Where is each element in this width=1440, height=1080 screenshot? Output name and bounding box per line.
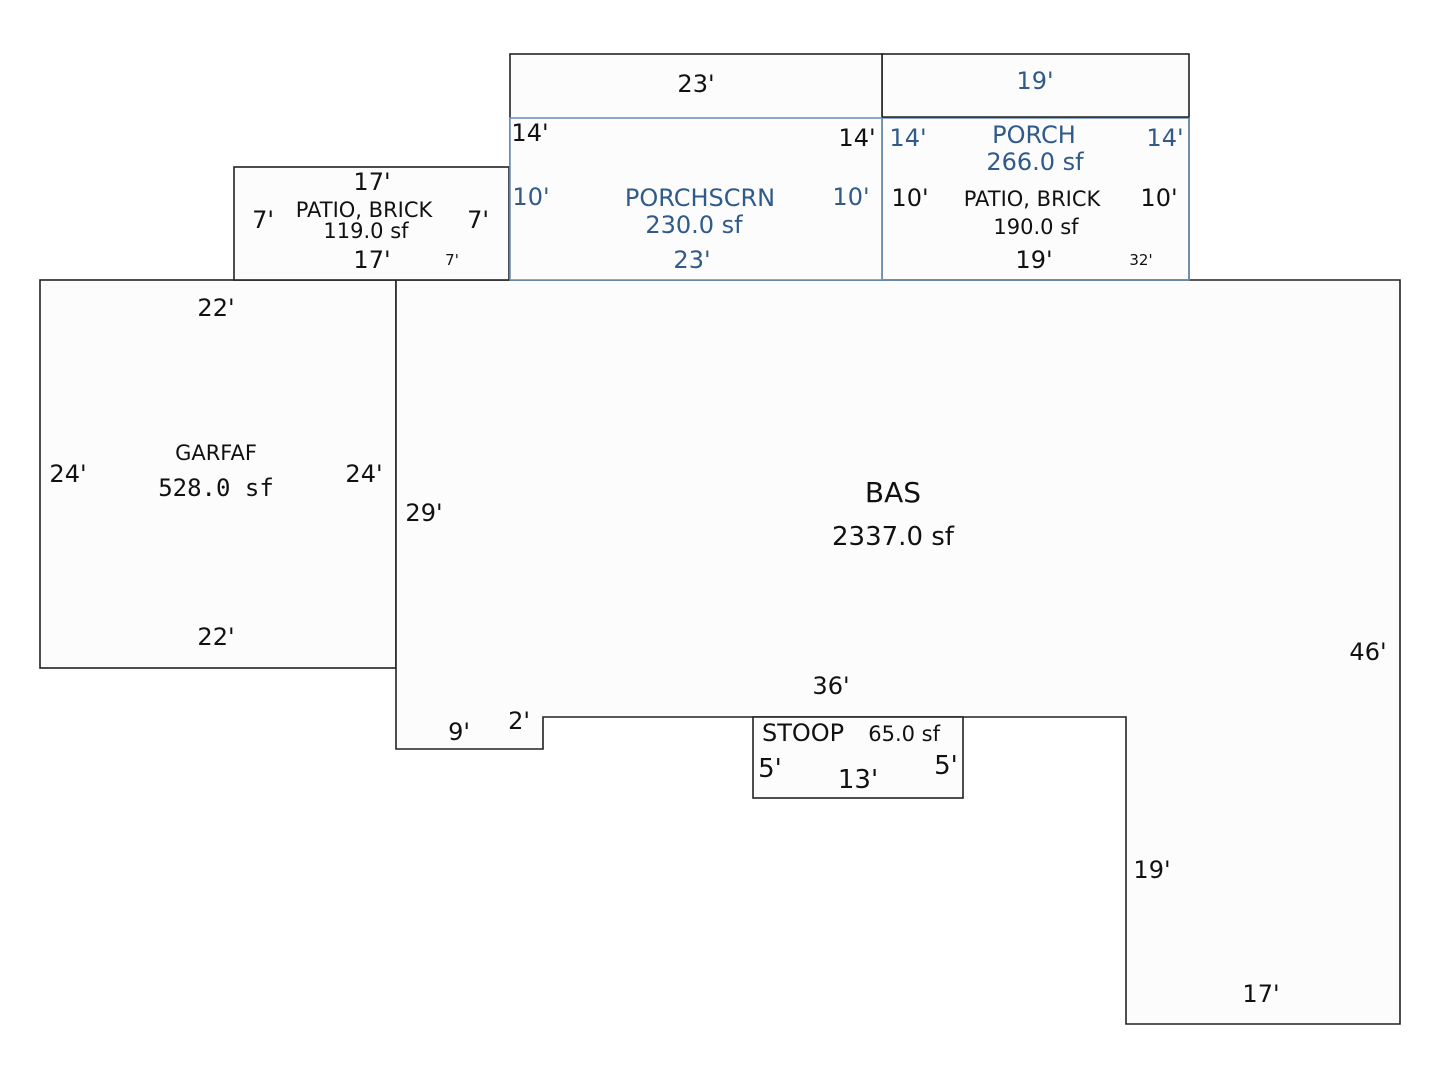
bas-dim-wing-bottom: 17': [1242, 980, 1279, 1008]
porch-area: [881, 117, 1190, 281]
stoop-name: STOOP: [762, 719, 844, 747]
porch-area-value: 266.0 sf: [986, 148, 1084, 176]
patio-right-dim-left: 10': [891, 184, 928, 212]
porchscrn-dim-bottom: 23': [673, 246, 710, 274]
garfaf-area-value: 528.0 sf: [158, 474, 274, 502]
porchscrn-dim-left-upper: 14': [511, 119, 548, 147]
stoop-area: [752, 716, 964, 799]
porch-dim-top: 19': [1016, 67, 1053, 95]
porchscrn-name: PORCHSCRN: [625, 184, 775, 212]
bas-dim-wing-side: 19': [1133, 856, 1170, 884]
porchscrn-dim-left-lower: 10': [512, 183, 549, 211]
garfaf-dim-left: 24': [49, 460, 86, 488]
porchscrn-dim-right-lower: 10': [832, 183, 869, 211]
garfaf-dim-bottom: 22': [197, 623, 234, 651]
patio-left-dim-top: 17': [353, 168, 390, 196]
stoop-dim-right: 5': [934, 751, 958, 781]
patio-right-dim-corner: 32': [1129, 251, 1152, 269]
bas-dim-step-up: 2': [508, 707, 530, 735]
bas-dim-right: 46': [1349, 638, 1386, 666]
patio-right-dim-bottom: 19': [1015, 246, 1052, 274]
porchscrn-area-value: 230.0 sf: [645, 211, 743, 239]
bas-area: [395, 279, 1401, 1025]
porchscrn-dim-top-outer: 23': [677, 70, 714, 98]
bas-name: BAS: [865, 476, 921, 509]
patio-brick-left-area: [233, 166, 510, 281]
patio-left-dim-right: 7': [467, 206, 489, 234]
garfaf-name: GARFAF: [175, 441, 257, 465]
bas-area-value: 2337.0 sf: [832, 522, 955, 552]
patio-left-dim-corner: 7': [445, 251, 459, 269]
garfaf-dim-top: 22': [197, 294, 234, 322]
porch-dim-left: 14': [889, 124, 926, 152]
stoop-dim-bottom: 13': [838, 765, 878, 795]
garfaf-area: [39, 279, 397, 669]
patio-right-name: PATIO, BRICK: [964, 187, 1102, 211]
stoop-area-value: 65.0 sf: [868, 722, 940, 746]
porchscrn-dim-right-upper: 14': [838, 124, 875, 152]
porch-name: PORCH: [992, 121, 1076, 149]
patio-right-dim-right: 10': [1140, 184, 1177, 212]
bas-dim-bottom-run: 36': [812, 672, 849, 700]
porch-dim-right: 14': [1146, 124, 1183, 152]
patio-left-area-value: 119.0 sf: [323, 219, 409, 243]
garfaf-dim-right: 24': [345, 460, 382, 488]
patio-left-name: PATIO, BRICK: [296, 198, 434, 222]
bas-dim-left: 29': [405, 499, 442, 527]
stoop-dim-left: 5': [758, 754, 782, 784]
patio-left-dim-left: 7': [252, 206, 274, 234]
patio-left-dim-bottom: 17': [353, 246, 390, 274]
bas-dim-step-bottom: 9': [448, 718, 470, 746]
patio-right-area-value: 190.0 sf: [993, 215, 1079, 239]
